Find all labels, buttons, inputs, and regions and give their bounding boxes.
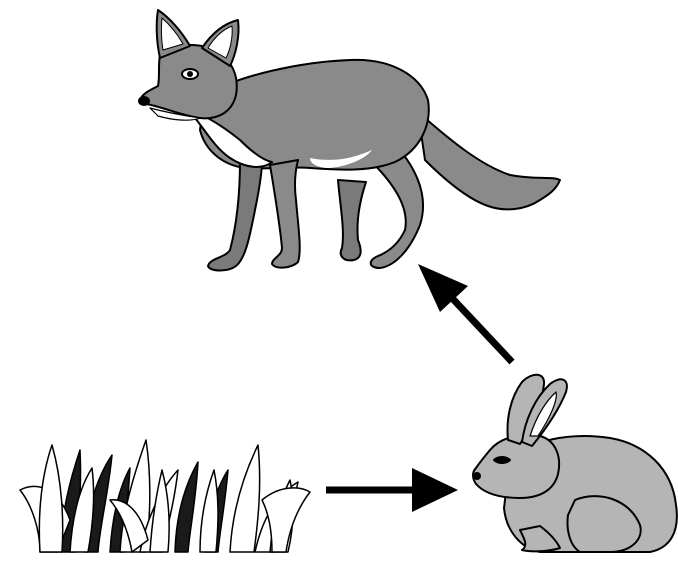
rabbit-illustration — [473, 375, 677, 552]
rabbit-nose — [474, 473, 480, 479]
fox-tail — [418, 112, 560, 209]
fox-illustration — [139, 10, 560, 271]
fox-nose — [139, 97, 149, 105]
rabbit-head — [473, 435, 559, 498]
fox-hind-leg-far — [338, 180, 366, 260]
grass-illustration — [18, 440, 310, 552]
arrow-rabbit-to-fox — [418, 264, 512, 362]
rabbit-eye — [494, 457, 510, 463]
fox-front-leg-near — [270, 160, 300, 268]
arrow-grass-to-rabbit — [326, 468, 458, 512]
fox-front-leg-far — [208, 160, 262, 271]
